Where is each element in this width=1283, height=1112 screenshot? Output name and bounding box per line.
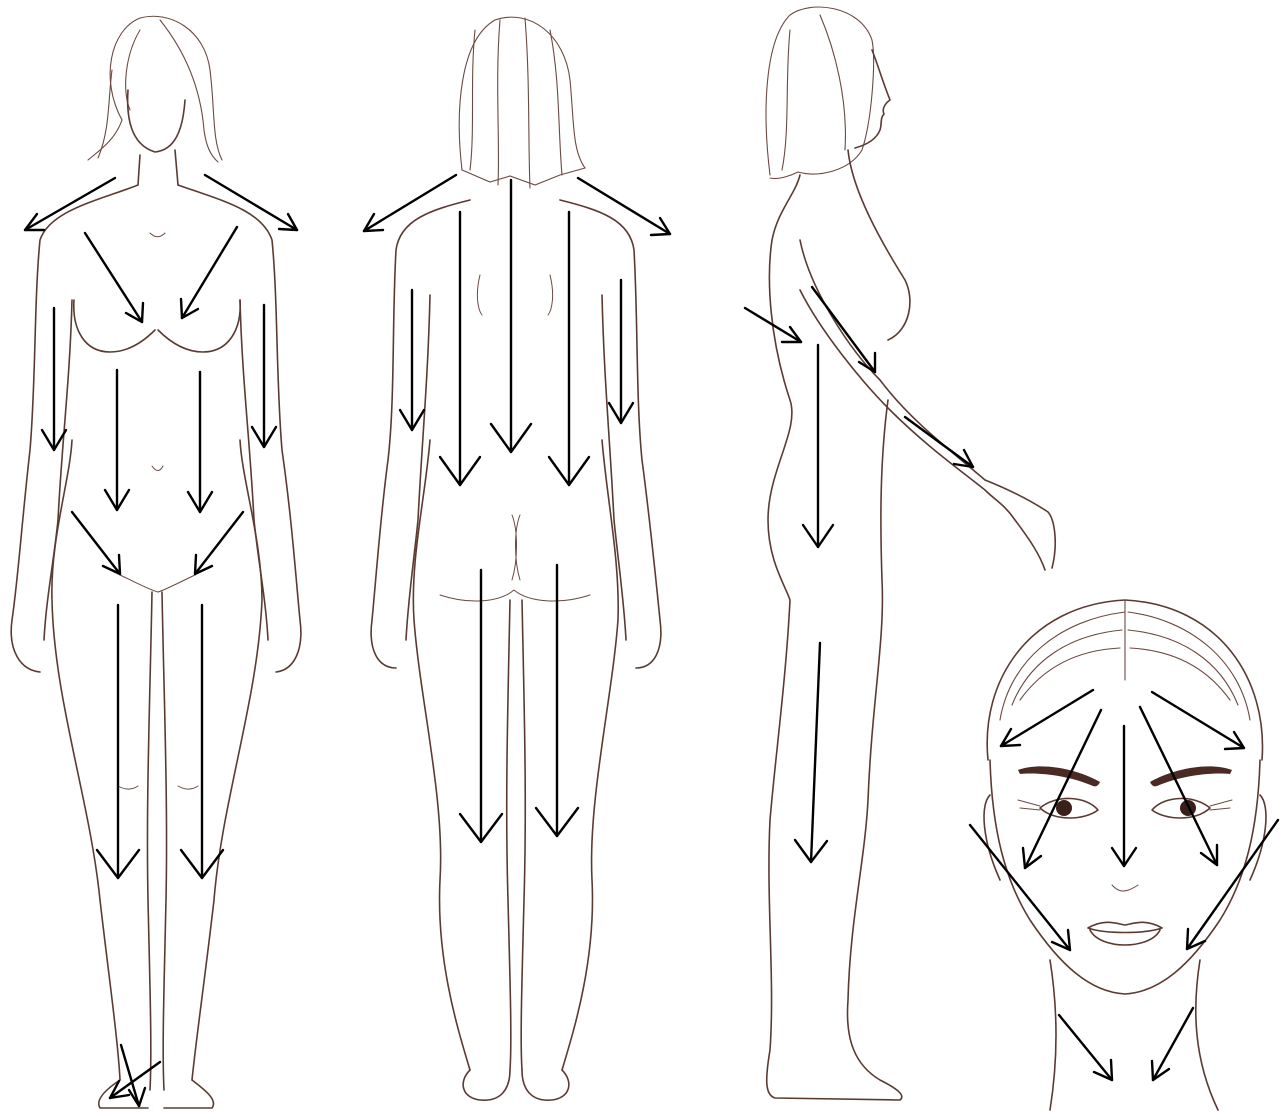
side-view-figure bbox=[766, 7, 1055, 1100]
front-view-figure bbox=[11, 16, 301, 1108]
face-view-arrows bbox=[970, 690, 1278, 1080]
front-view-arrows bbox=[25, 175, 297, 1106]
back-view-arrows bbox=[364, 175, 670, 842]
back-view-figure bbox=[371, 17, 661, 1100]
